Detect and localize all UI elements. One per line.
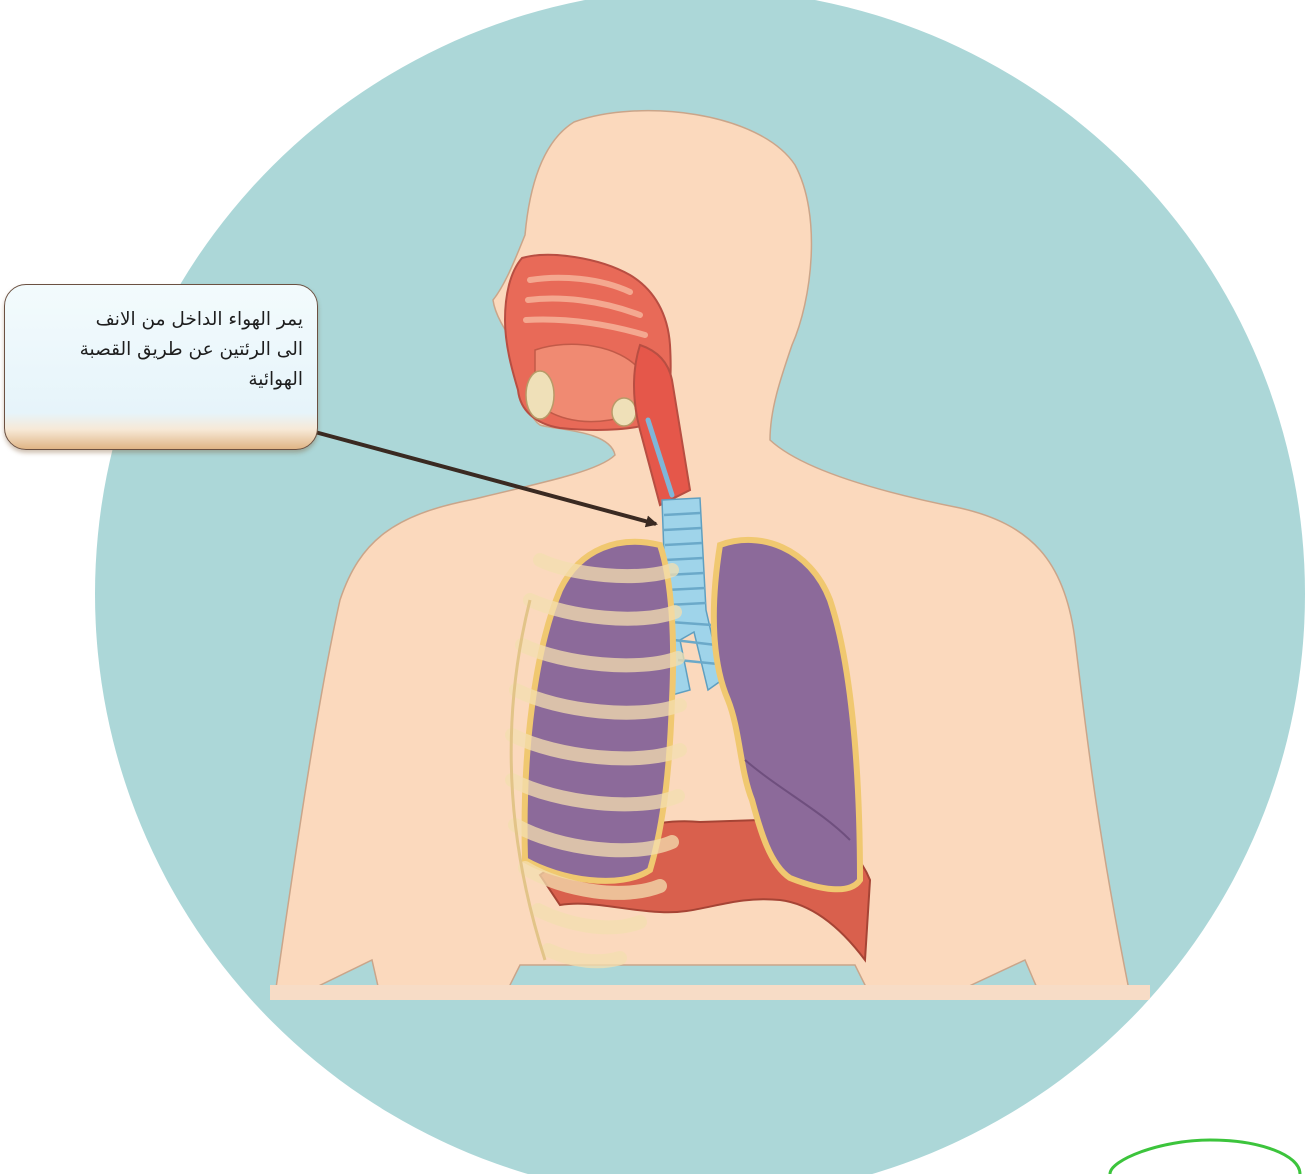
callout-text: يمر الهواء الداخل من الانف الى الرئتين ع… — [11, 305, 303, 395]
hyoid-bone — [612, 398, 636, 426]
callout-box: يمر الهواء الداخل من الانف الى الرئتين ع… — [4, 284, 318, 450]
corner-decorative-shape — [1110, 1140, 1300, 1174]
lower-jaw-bone — [526, 371, 554, 419]
body-bottom-band — [270, 985, 1150, 1000]
